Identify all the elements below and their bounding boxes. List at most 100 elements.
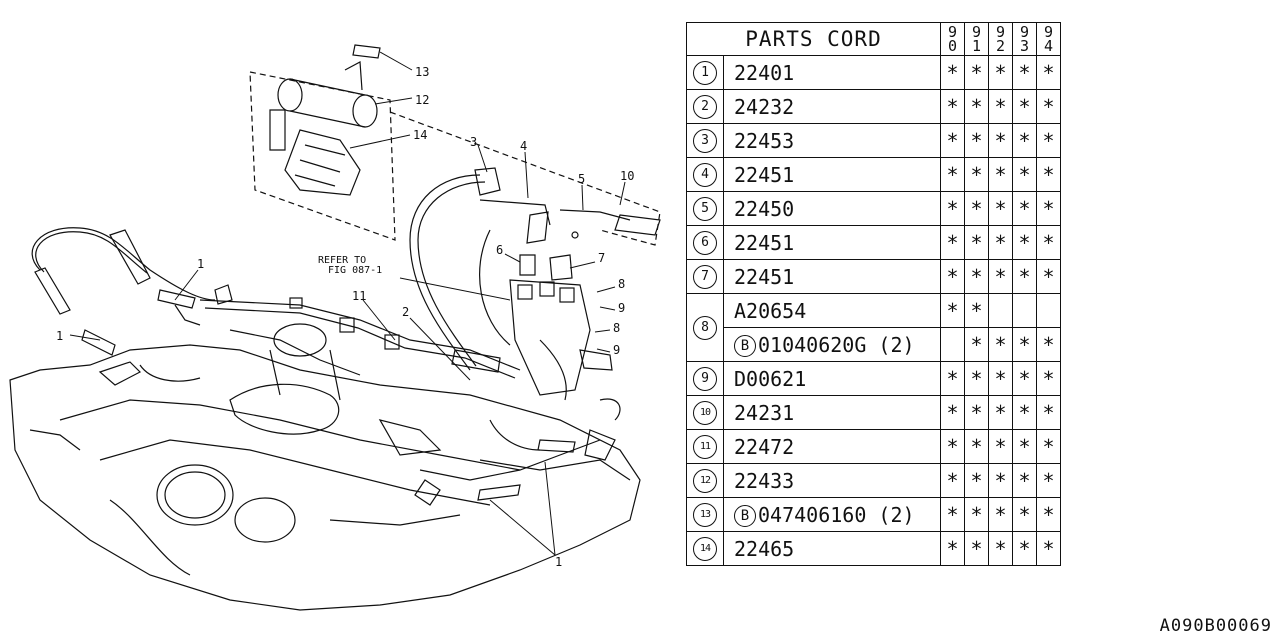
callout-1: 1	[197, 257, 204, 271]
table-header-title: PARTS CORD	[686, 22, 941, 56]
year-applicability-mark: *	[1036, 123, 1061, 158]
callout-9: 9	[618, 301, 625, 315]
part-number-cell: 22451	[723, 225, 941, 260]
part-number: 24231	[734, 400, 795, 425]
callout-4: 4	[520, 139, 527, 153]
year-applicability-mark: *	[1012, 191, 1037, 226]
year-applicability-mark: *	[988, 55, 1013, 90]
year-applicability-mark	[1012, 293, 1037, 328]
year-applicability-mark	[1036, 293, 1061, 328]
year-applicability-mark: *	[964, 463, 989, 498]
year-digit: 3	[1019, 37, 1030, 55]
row-number: 2	[693, 94, 717, 119]
callout-1: 1	[555, 555, 562, 569]
year-applicability-mark: *	[964, 327, 989, 362]
year-applicability-mark: *	[988, 531, 1013, 566]
wire-harness	[199, 284, 521, 379]
year-applicability-mark: *	[1012, 395, 1037, 430]
callout-6: 6	[496, 243, 503, 257]
year-applicability-mark: *	[964, 497, 989, 532]
part-number-cell: 24231	[723, 395, 941, 430]
row-index-cell: 3	[686, 123, 724, 158]
year-applicability-mark: *	[940, 395, 965, 430]
year-applicability-mark: *	[940, 293, 965, 328]
callout-8: 8	[618, 277, 625, 291]
year-applicability-mark: *	[1036, 89, 1061, 124]
year-applicability-mark: *	[988, 497, 1013, 532]
year-digit: 0	[947, 37, 958, 55]
year-applicability-mark: *	[964, 157, 989, 192]
row-number: 9	[693, 366, 717, 391]
exploded-parts-diagram: 13 12 14 3 4 5 10 1 6 7 8 9 11 2 1 8 9 1…	[9, 44, 661, 611]
part-number-cell: 22450	[723, 191, 941, 226]
row-number: 13	[693, 503, 717, 527]
year-applicability-mark: *	[964, 89, 989, 124]
callout-1: 1	[56, 329, 63, 343]
coil-cables	[409, 167, 661, 371]
row-index-cell: 6	[686, 225, 724, 260]
year-applicability-mark: *	[1012, 327, 1037, 362]
year-applicability-mark: *	[1036, 531, 1061, 566]
part-number-cell: A20654	[723, 293, 941, 328]
part-number: D00621	[734, 366, 807, 391]
year-digit: 4	[1043, 37, 1054, 55]
year-applicability-mark: *	[964, 55, 989, 90]
callout-3: 3	[470, 135, 477, 149]
part-number: 22465	[734, 536, 795, 561]
year-applicability-mark: *	[1036, 259, 1061, 294]
callout-5: 5	[578, 172, 585, 186]
year-applicability-mark: *	[988, 327, 1013, 362]
year-applicability-mark: *	[940, 191, 965, 226]
document-code: A090B00069	[1159, 616, 1272, 636]
year-applicability-mark: *	[940, 497, 965, 532]
part-number-cell: D00621	[723, 361, 941, 396]
year-applicability-mark: *	[964, 429, 989, 464]
part-number: 22450	[734, 196, 795, 221]
part-number: 22401	[734, 60, 795, 85]
year-applicability-mark: *	[1036, 463, 1061, 498]
callout-2: 2	[402, 305, 409, 319]
row-number: 3	[693, 128, 717, 153]
year-applicability-mark: *	[964, 395, 989, 430]
year-applicability-mark: *	[940, 225, 965, 260]
part-number-cell: 22453	[723, 123, 941, 158]
year-applicability-mark: *	[988, 259, 1013, 294]
year-applicability-mark: *	[1012, 259, 1037, 294]
year-applicability-mark: *	[964, 293, 989, 328]
year-applicability-mark: *	[964, 225, 989, 260]
year-applicability-mark: *	[1012, 55, 1037, 90]
part-number: 01040620G (2)	[758, 332, 915, 357]
year-applicability-mark: *	[1012, 361, 1037, 396]
callout-labels: 13 12 14 3 4 5 10 1 6 7 8 9 11 2 1 8 9 1…	[56, 65, 634, 569]
year-applicability-mark	[988, 293, 1013, 328]
part-number: 24232	[734, 94, 795, 119]
year-digit: 9	[971, 23, 982, 41]
part-number: 047406160 (2)	[758, 502, 915, 527]
row-index-cell: 8	[686, 293, 724, 362]
part-number: A20654	[734, 298, 807, 323]
row-number: 8	[693, 315, 717, 340]
part-number-cell: 22433	[723, 463, 941, 498]
year-applicability-mark: *	[1036, 497, 1061, 532]
year-applicability-mark: *	[964, 191, 989, 226]
part-number-cell: 22401	[723, 55, 941, 90]
leader-lines	[69, 51, 626, 556]
lower-wiring	[414, 398, 621, 506]
callout-12: 12	[415, 93, 429, 107]
year-applicability-mark: *	[940, 463, 965, 498]
engine-block	[9, 323, 641, 611]
part-number-cell: 22465	[723, 531, 941, 566]
year-applicability-mark: *	[1036, 395, 1061, 430]
